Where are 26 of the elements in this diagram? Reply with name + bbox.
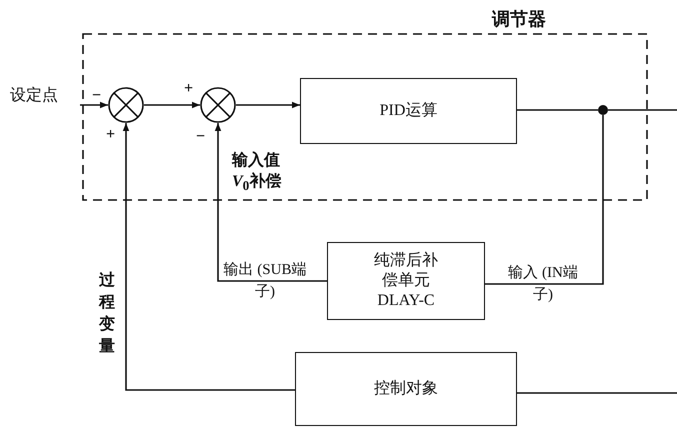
arrow: [236, 102, 300, 108]
junction-dot: [598, 105, 608, 115]
signal-line: [608, 109, 677, 111]
edge-label: 过程变量: [99, 270, 116, 357]
process-box: PID运算: [300, 78, 517, 144]
sign-label: −: [196, 128, 206, 146]
signal-line: [517, 392, 677, 394]
signal-line: [517, 109, 598, 111]
port-label: 输出 (SUB端子): [222, 260, 308, 302]
arrow: [122, 123, 295, 391]
arrow: [144, 102, 200, 108]
sign-label: −: [92, 87, 102, 105]
port-label: 输入 (IN端子): [507, 264, 579, 305]
sign-label: +: [184, 80, 194, 98]
sign-label: +: [106, 126, 116, 144]
arrow: [214, 123, 327, 282]
summing-junction: [200, 87, 236, 123]
edge-label: 输入值 V$_{0}$补偿: [232, 150, 282, 196]
summing-junction: [108, 87, 144, 123]
process-box: 控制对象: [295, 352, 517, 426]
controller-box: [82, 8, 648, 201]
arrow: [80, 102, 108, 108]
process-box: 纯滞后补偿单元 DLAY-C: [327, 242, 485, 320]
setpoint-label: 设定点: [10, 86, 80, 106]
box-title: 调节器: [492, 10, 546, 28]
signal-line: [485, 115, 604, 285]
